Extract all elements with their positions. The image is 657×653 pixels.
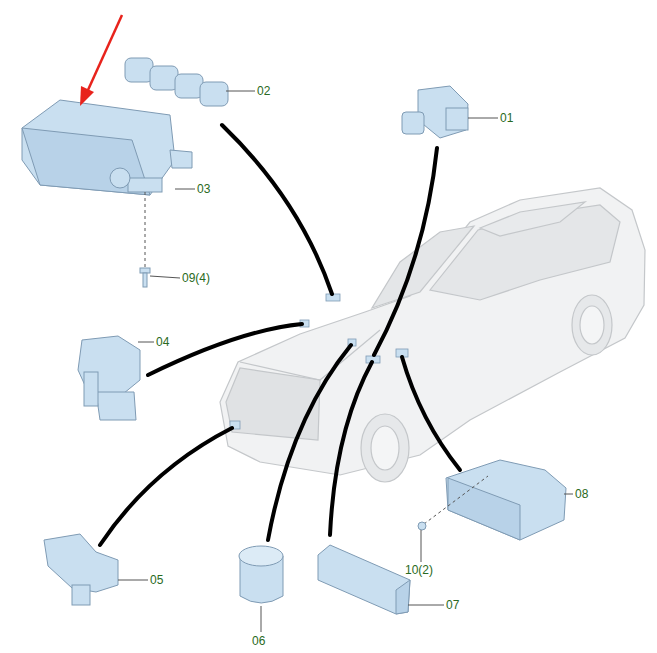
callout-number: 10(2) — [405, 563, 433, 577]
callout-number: 03 — [197, 182, 210, 196]
part-shape — [22, 100, 175, 195]
locator-line — [100, 428, 232, 545]
car-sunroof — [480, 202, 585, 236]
leader-line — [468, 118, 498, 119]
leader-line — [226, 91, 255, 92]
screw — [418, 522, 426, 530]
leader-line — [421, 530, 422, 562]
front-wheel — [361, 414, 409, 482]
part-06 — [239, 546, 283, 603]
callout-number: 01 — [500, 111, 513, 125]
callout-number: 09(4) — [182, 271, 210, 285]
part-shape — [170, 150, 192, 168]
leader-line — [175, 189, 195, 190]
part-shape — [418, 86, 468, 138]
car-illustration — [220, 188, 645, 482]
car-grille — [226, 368, 320, 440]
red-arrow — [80, 15, 122, 106]
bolt — [140, 268, 150, 273]
part-shape — [446, 460, 566, 540]
part-05 — [44, 534, 118, 605]
locator-line — [268, 345, 351, 540]
callout-number: 02 — [257, 84, 270, 98]
locator-lines — [100, 125, 460, 545]
part-07 — [318, 545, 410, 614]
part-shape — [396, 580, 410, 614]
part-shape — [110, 168, 130, 188]
part-shape — [128, 178, 162, 192]
dash-line — [424, 476, 488, 524]
part-shape — [96, 392, 136, 420]
locator-line — [330, 362, 372, 535]
locator-line — [148, 324, 302, 375]
leader-line — [564, 494, 573, 495]
part-shape — [448, 478, 520, 540]
bolt — [143, 273, 147, 287]
arrow-shaft — [88, 15, 122, 90]
part-shape — [175, 74, 203, 98]
locator-line — [222, 125, 332, 294]
part-08 — [446, 460, 573, 540]
callout-number: 08 — [575, 487, 588, 501]
part-03 — [22, 100, 192, 195]
part-shape — [318, 545, 410, 614]
car-hood-line — [240, 330, 380, 380]
callout-number: 04 — [156, 335, 169, 349]
locator-line — [374, 148, 437, 355]
part-04 — [78, 336, 140, 420]
parts — [22, 58, 573, 614]
part-01 — [402, 86, 468, 138]
leader-line — [118, 580, 148, 581]
car-body — [220, 188, 645, 475]
part-shape — [446, 108, 468, 130]
callout-number: 06 — [252, 634, 265, 648]
leader-line — [138, 342, 154, 343]
front-wheel-rim — [371, 426, 399, 470]
leader-line — [261, 606, 262, 632]
part-09 — [140, 192, 180, 287]
mount-markers — [230, 294, 408, 429]
part-shape — [125, 58, 153, 82]
part-02 — [125, 58, 228, 106]
part-10 — [418, 476, 488, 562]
leader-line — [150, 276, 180, 278]
part-shape — [72, 585, 90, 605]
locator-line — [402, 357, 460, 470]
part-shape — [239, 546, 283, 566]
leader-lines — [118, 91, 498, 632]
leader-line — [408, 605, 444, 606]
callout-number: 07 — [446, 598, 459, 612]
dash-line — [145, 192, 146, 268]
rear-wheel-rim — [580, 306, 604, 344]
arrow-head — [80, 86, 94, 106]
part-shape — [150, 66, 178, 90]
part-shape — [84, 372, 98, 406]
part-shape — [44, 534, 118, 592]
part-shape — [200, 82, 228, 106]
part-shape — [402, 112, 424, 134]
callout-number: 05 — [150, 573, 163, 587]
rear-wheel — [572, 295, 612, 355]
